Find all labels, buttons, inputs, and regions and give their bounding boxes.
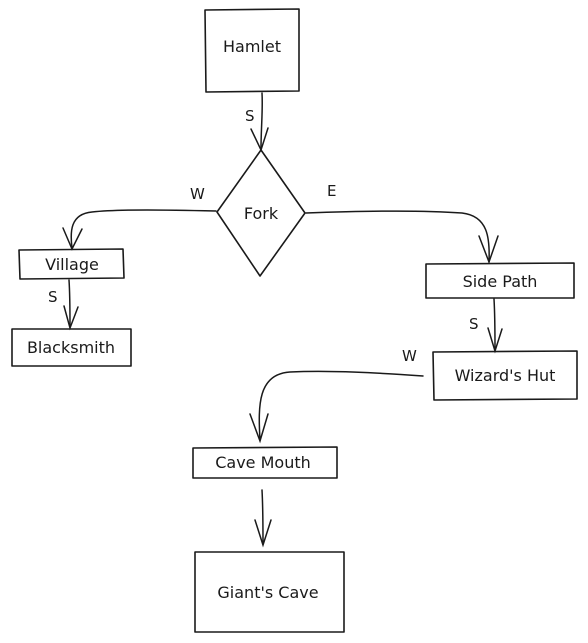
arrowhead — [250, 127, 269, 153]
edge-fork-to-side-path-label: E — [327, 182, 336, 200]
edge-cave-mouth-to-giants-cave — [254, 489, 272, 548]
node-hamlet: Hamlet — [204, 8, 300, 93]
node-village-label: Village — [45, 255, 99, 274]
node-cave-mouth: Cave Mouth — [192, 446, 338, 479]
arrowhead — [63, 305, 79, 331]
node-hamlet-label: Hamlet — [223, 37, 281, 56]
edge-wizards-hut-to-cave-mouth: W — [249, 347, 424, 444]
edge-side-path-to-wizards-hut-label: S — [469, 315, 479, 333]
node-giants-cave-label: Giant's Cave — [217, 583, 318, 602]
arrowhead — [249, 413, 269, 444]
edge-village-to-blacksmith-label: S — [48, 288, 58, 306]
arrowhead — [254, 519, 272, 548]
node-cave-mouth-label: Cave Mouth — [215, 453, 311, 472]
node-giants-cave: Giant's Cave — [194, 551, 345, 633]
node-village: Village — [18, 248, 125, 280]
edge-hamlet-to-fork-label: S — [245, 107, 255, 125]
node-wizards-hut-label: Wizard's Hut — [455, 366, 556, 385]
edge-hamlet-to-fork: S — [245, 92, 269, 153]
edge-side-path-to-wizards-hut: S — [469, 298, 503, 354]
node-fork-label: Fork — [244, 204, 279, 223]
node-fork: Fork — [216, 149, 306, 277]
node-side-path: Side Path — [425, 262, 575, 299]
node-wizards-hut: Wizard's Hut — [432, 350, 578, 401]
edge-wizards-hut-to-cave-mouth-label: W — [402, 347, 417, 365]
arrowhead — [487, 327, 503, 354]
edge-fork-to-side-path: E — [305, 182, 499, 265]
node-blacksmith: Blacksmith — [11, 328, 132, 367]
edge-village-to-blacksmith: S — [48, 279, 79, 331]
arrowhead — [478, 235, 499, 265]
node-side-path-label: Side Path — [463, 272, 538, 291]
arrowhead — [62, 227, 83, 251]
node-blacksmith-label: Blacksmith — [27, 338, 115, 357]
edge-fork-to-village: W — [62, 185, 217, 251]
edge-fork-to-village-label: W — [190, 185, 205, 203]
